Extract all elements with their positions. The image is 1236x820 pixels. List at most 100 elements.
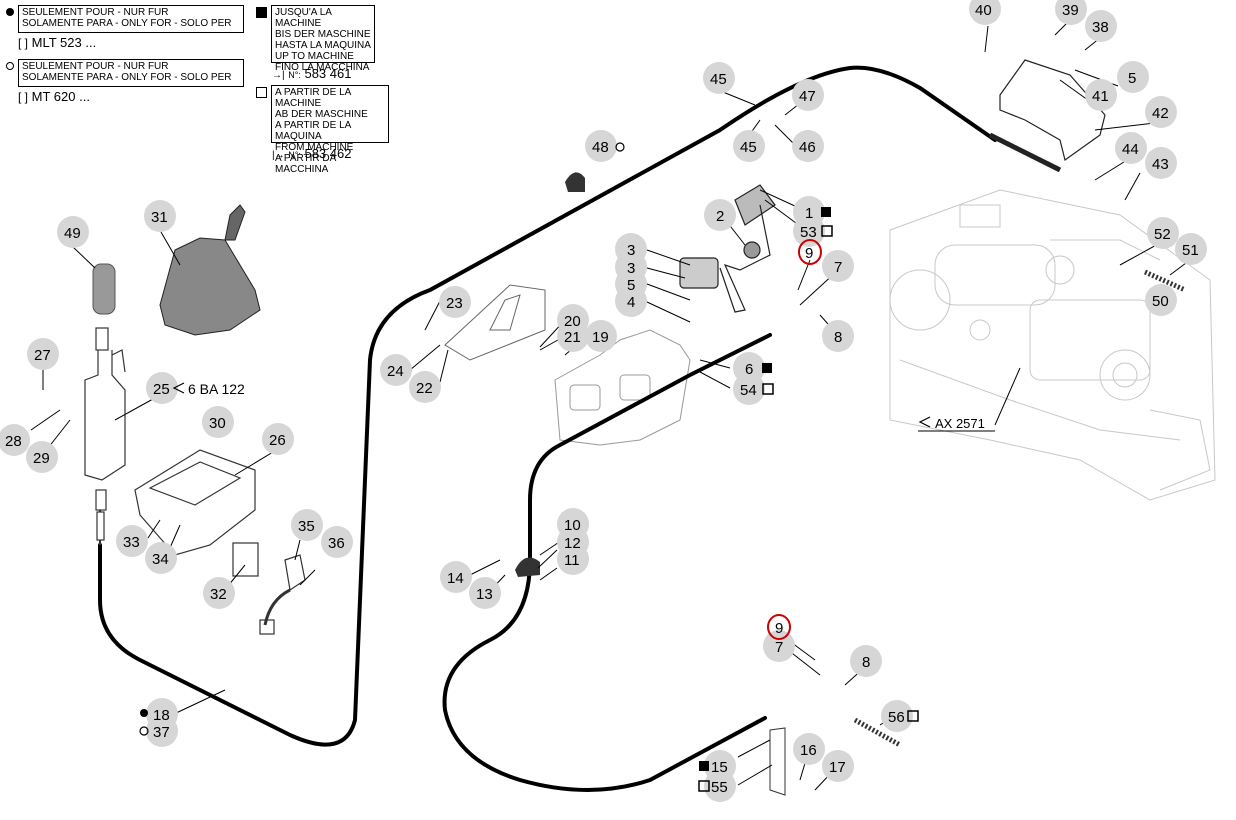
legend-only-for-1: SEULEMENT POUR - NUR FUR SOLAMENTE PARA …: [18, 5, 244, 33]
part-number-label: 54: [740, 382, 757, 399]
part-number-label: 9: [775, 620, 783, 637]
filled-dot-icon: [6, 8, 14, 16]
number-prefix: N°:: [288, 70, 301, 80]
part-number-label: 1: [805, 205, 813, 222]
legend-line: FINO LA MACCHINA: [275, 62, 370, 73]
part-numbers: 40 39 38 5 41 42 44 43 52 51 50 45 47 45…: [5, 2, 1199, 796]
part-number-label: 9: [805, 245, 813, 262]
part-number-label: 51: [1182, 242, 1199, 259]
legend-line: A PARTIR DE LA MAQUINA: [275, 120, 351, 142]
part-number-label: 47: [799, 88, 816, 105]
part-number-label: 14: [447, 570, 464, 587]
machine-number: 583 462: [304, 146, 352, 161]
bracket-icon: [ ]: [18, 36, 29, 50]
legend-line: BIS DER MASCHINE: [275, 29, 371, 40]
legend-up-to: JUSQU'A LA MACHINE BIS DER MASCHINE HAST…: [271, 5, 375, 73]
part-number-label: 17: [829, 759, 846, 776]
reference-label: 6 BA 122: [188, 381, 245, 397]
hollow-square-icon: [256, 87, 267, 98]
label-bubbles: [0, 0, 1207, 802]
highlight-ring-9-lower: [767, 614, 791, 640]
part-number-label: 22: [416, 380, 433, 397]
boot-drawing: [159, 204, 261, 336]
part-number-label: 45: [710, 71, 727, 88]
part-number-label: 31: [151, 209, 168, 226]
legend-line: SOLAMENTE PARA - ONLY FOR - SOLO PER: [22, 18, 232, 29]
part-number-label: 7: [834, 259, 842, 276]
part-number-label: 13: [476, 586, 493, 603]
machine-number: 583 461: [304, 66, 352, 81]
part-number-label: 40: [975, 2, 992, 19]
part-number-label: 49: [64, 225, 81, 242]
part-number-label: 18: [153, 707, 170, 724]
pedal-assembly-drawing: [679, 184, 776, 313]
part-number-label: 11: [564, 552, 580, 569]
part-number-label: 35: [298, 518, 315, 535]
legend-line: UP TO MACHINE: [275, 51, 354, 62]
reference-6ba122: 6 BA 122: [172, 381, 245, 397]
part-number-label: 21: [564, 329, 581, 346]
part-number-label: 28: [5, 433, 22, 450]
arrow-start-icon: |→: [272, 150, 285, 161]
part-number-label: 24: [387, 363, 404, 380]
part-number-label: 56: [888, 709, 905, 726]
part-number-label: 41: [1092, 88, 1109, 105]
legend-from: A PARTIR DE LA MACHINE AB DER MASCHINE A…: [271, 85, 389, 175]
legend-up-to-number: →| N°: 583 461: [272, 66, 351, 81]
part-number-label: 43: [1152, 156, 1169, 173]
legend-model-1: [ ] MLT 523 ...: [18, 35, 96, 50]
highlight-ring-9-upper: [798, 239, 822, 265]
hollow-dot-icon: [6, 62, 14, 70]
legend-model-text: MT 620 ...: [31, 89, 90, 104]
part-number-label: 50: [1152, 293, 1169, 310]
part-number-label: 3: [627, 260, 635, 277]
filled-square-icon: [256, 7, 267, 18]
legend-line: A PARTIR DA MACCHINA: [275, 153, 336, 175]
part-number-label: 32: [210, 586, 227, 603]
part-number-label: 46: [799, 139, 816, 156]
secondary-cable: [442, 333, 772, 792]
legend-line: A PARTIR DE LA MACHINE: [275, 87, 351, 109]
part-number-label: 55: [711, 779, 728, 796]
part-number-label: 36: [328, 535, 345, 552]
spring-51-drawing: [1143, 269, 1187, 293]
part-number-label: 39: [1062, 2, 1079, 19]
part-number-label: 12: [564, 535, 581, 552]
part-number-label: 10: [564, 517, 581, 534]
arrow-stop-icon: →|: [272, 70, 285, 81]
part-number-label: 19: [592, 329, 609, 346]
knob-drawing: [92, 263, 116, 315]
part-number-label: 2: [716, 208, 724, 225]
part-number-label: 5: [1128, 70, 1136, 87]
legend-line: FROM MACHINE: [275, 142, 354, 153]
legend-line: SOLAMENTE PARA - ONLY FOR - SOLO PER: [22, 72, 232, 83]
legend-model-text: MLT 523 ...: [31, 35, 97, 50]
main-cable: [98, 65, 997, 747]
part-number-label: 15: [711, 759, 728, 776]
part-number-label: 4: [627, 294, 635, 311]
part-number-label: 5: [627, 277, 635, 294]
part-number-label: 33: [123, 534, 140, 551]
part-number-label: 44: [1122, 141, 1139, 158]
part-number-label: 3: [627, 242, 635, 259]
spring-56-drawing: [853, 717, 902, 748]
part-number-label: 37: [153, 724, 170, 741]
part-number-label: 30: [209, 415, 226, 432]
joystick-mechanism-drawing: [84, 327, 126, 545]
legend-from-number: |→ N°: 583 462: [272, 146, 351, 161]
bracket-icon: [ ]: [18, 90, 29, 104]
reference-label: AX 2571: [935, 416, 985, 431]
part-number-label: 42: [1152, 105, 1169, 122]
upper-bracket-drawing: [988, 59, 1106, 173]
legend-line: JUSQU'A LA MACHINE: [275, 7, 332, 29]
legend-line: SEULEMENT POUR - NUR FUR: [22, 61, 169, 72]
part-number-label: 26: [269, 432, 286, 449]
part-number-label: 48: [592, 139, 609, 156]
label-markers: [139, 142, 919, 792]
base-bracket-drawing: [134, 449, 306, 635]
part-number-label: 8: [834, 329, 842, 346]
legend-only-for-2: SEULEMENT POUR - NUR FUR SOLAMENTE PARA …: [18, 59, 244, 87]
part-number-label: 34: [152, 551, 169, 568]
